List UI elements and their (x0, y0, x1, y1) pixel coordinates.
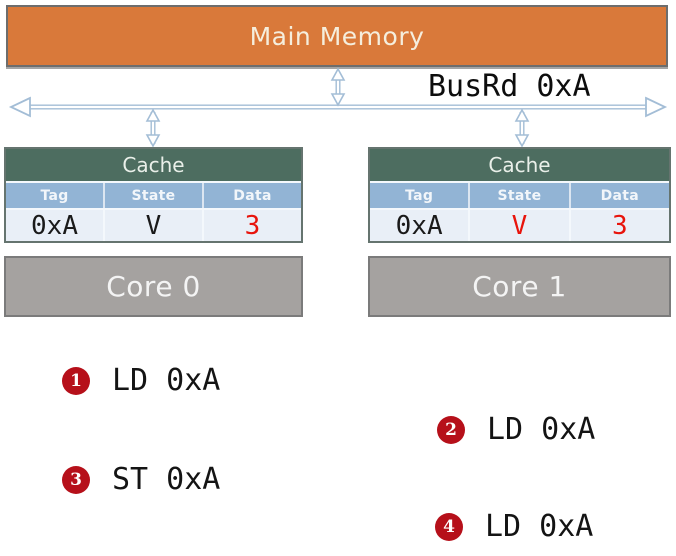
operation-2-label: LD 0xA (487, 412, 596, 447)
main-memory-label: Main Memory (249, 21, 425, 51)
cache1-column-headers: Tag State Data (370, 181, 669, 208)
operation-4-label: LD 0xA (485, 509, 594, 544)
operation-2: 2 LD 0xA (437, 415, 595, 445)
core0-box: Core 0 (4, 256, 303, 317)
cache0-tag-value: 0xA (6, 210, 103, 241)
operation-1: 1 LD 0xA (62, 366, 220, 396)
core0-label: Core 0 (106, 270, 201, 303)
cache1-data-value: 3 (568, 210, 669, 241)
core1-box: Core 1 (368, 256, 671, 317)
cache1-col-data: Data (568, 183, 669, 208)
cache1-box: Cache Tag State Data 0xA V 3 (368, 147, 671, 243)
bus-transaction-label: BusRd 0xA (428, 69, 591, 104)
cache0-box: Cache Tag State Data 0xA V 3 (4, 147, 303, 243)
core1-label: Core 1 (472, 270, 567, 303)
cache0-state-value: V (103, 210, 202, 241)
operation-4: 4 LD 0xA (435, 512, 593, 542)
cache1-entry-row: 0xA V 3 (370, 208, 669, 241)
cache0-title: Cache (6, 149, 301, 181)
operation-4-badge: 4 (435, 513, 463, 541)
cache1-col-tag: Tag (370, 183, 469, 208)
memory-bus-link-arrow-icon (330, 67, 346, 107)
cache0-data-value: 3 (202, 210, 301, 241)
operation-2-badge: 2 (437, 416, 465, 444)
cache0-column-headers: Tag State Data (6, 181, 301, 208)
operation-3: 3 ST 0xA (62, 465, 220, 495)
operation-3-label: ST 0xA (112, 462, 221, 497)
operation-1-badge: 1 (62, 367, 90, 395)
cache0-bus-link-arrow-icon (145, 108, 161, 148)
operation-1-label: LD 0xA (112, 363, 221, 398)
cache1-state-value: V (468, 210, 569, 241)
cache0-entry-row: 0xA V 3 (6, 208, 301, 241)
main-memory-box: Main Memory (6, 5, 668, 67)
cache0-col-state: State (103, 183, 202, 208)
cache0-col-data: Data (202, 183, 301, 208)
cache0-col-tag: Tag (6, 183, 103, 208)
cache1-tag-value: 0xA (370, 210, 469, 241)
operation-3-badge: 3 (62, 466, 90, 494)
cache1-bus-link-arrow-icon (514, 108, 530, 148)
cache1-title: Cache (370, 149, 669, 181)
cache1-col-state: State (468, 183, 569, 208)
